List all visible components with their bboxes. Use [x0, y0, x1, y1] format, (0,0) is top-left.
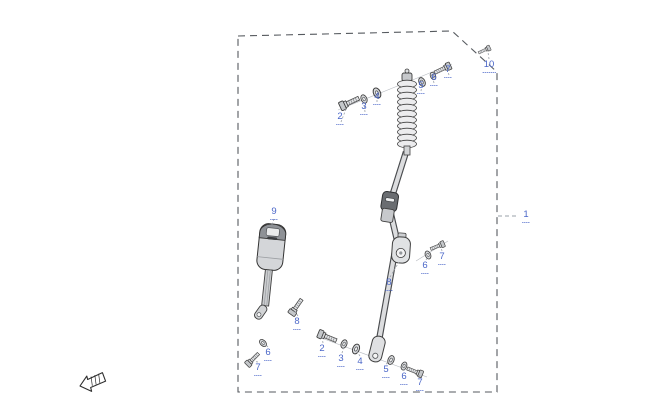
callout-part-4-top: 4 — [373, 91, 381, 105]
front-direction-arrow-icon — [79, 372, 107, 392]
fasteners — [243, 44, 492, 379]
callout-part-7-bottom: 7 — [416, 377, 424, 391]
callout-part-6-mid: 6 — [421, 260, 429, 274]
callout-part-8-left: 8 — [293, 316, 301, 330]
buckle-anchor-foot — [254, 304, 268, 320]
callout-part-3-bottom: 3 — [337, 353, 345, 367]
callout-part-5-bottom: 5 — [382, 364, 390, 378]
callout-part-8-mid: 8 — [385, 277, 393, 291]
belt-anchor-plate — [368, 335, 386, 363]
callout-part-10: 10 — [482, 59, 496, 73]
callout-part-4-bottom: 4 — [356, 356, 364, 370]
callout-part-3-top: 3 — [360, 101, 368, 115]
buckle-assembly — [256, 223, 287, 307]
bolt-part-7-bottom — [405, 364, 425, 379]
callout-part-6-left: 6 — [264, 347, 272, 361]
screw-part-10 — [477, 44, 492, 56]
belt-guide-bracket — [391, 232, 411, 264]
leader-lines — [251, 51, 490, 378]
diagram-boundary — [237, 30, 498, 393]
callout-part-9: 9 — [270, 206, 278, 220]
callout-part-6-bottom: 6 — [400, 371, 408, 385]
callout-part-2-top: 2 — [336, 111, 344, 125]
callout-part-7-top: 7 — [444, 64, 452, 78]
callout-part-7-mid: 7 — [438, 251, 446, 265]
bolt-part-8-left — [287, 296, 306, 318]
latch-tongue — [380, 190, 400, 223]
callout-part-6-top: 6 — [430, 72, 438, 86]
callout-part-2-bottom: 2 — [318, 343, 326, 357]
seat-belt-webbing — [374, 151, 410, 347]
callout-part-1: 1 — [522, 209, 530, 223]
retractor-spring — [397, 68, 417, 156]
spacer-part-4-bottom — [350, 342, 362, 356]
callout-part-5-top: 5 — [417, 80, 425, 94]
callout-part-7-left: 7 — [254, 362, 262, 376]
